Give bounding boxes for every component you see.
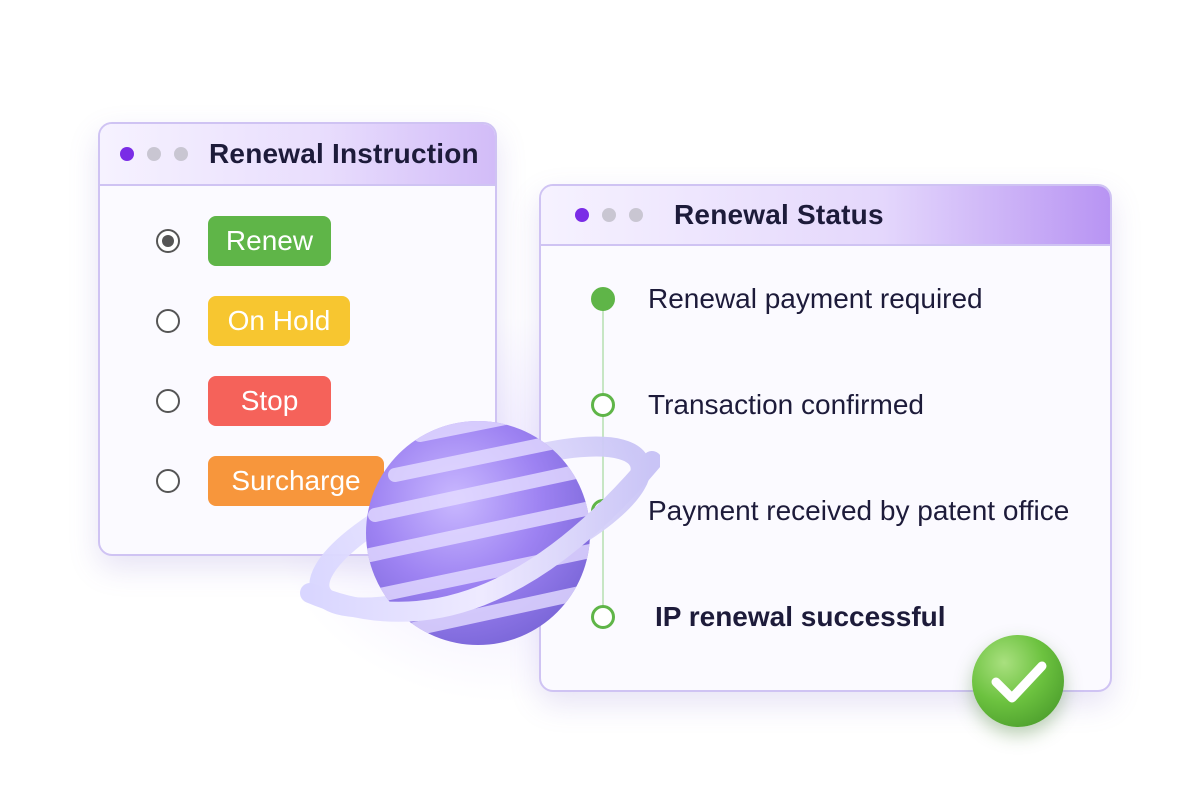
radio-button-stop[interactable]	[156, 389, 180, 413]
window-title: Renewal Status	[674, 199, 884, 230]
planet-illustration	[300, 421, 660, 645]
tag-label: Surcharge	[231, 465, 361, 496]
status-step: IP renewal successful	[591, 601, 946, 633]
window-dot-active[interactable]	[575, 208, 589, 222]
step-complete-node	[591, 287, 615, 311]
step-label: Transaction confirmed	[648, 389, 924, 420]
radio-button-surcharge[interactable]	[156, 469, 180, 493]
window-dot-idle[interactable]	[629, 208, 643, 222]
option-surcharge[interactable]: Surcharge	[156, 456, 384, 506]
window-dot-idle[interactable]	[602, 208, 616, 222]
window-titlebar: Renewal Instruction	[100, 124, 495, 186]
renewal-status-window: Renewal Status Renewal payment required …	[539, 184, 1112, 692]
tag-label: Stop	[240, 385, 299, 416]
status-step: Transaction confirmed	[591, 389, 924, 421]
tag-renew[interactable]: Renew	[208, 216, 331, 266]
step-pending-node	[591, 393, 615, 417]
status-step: Renewal payment required	[591, 283, 983, 315]
window-dot-idle[interactable]	[147, 147, 161, 161]
step-label: Payment received by patent office	[648, 495, 1070, 526]
step-label-final: IP renewal successful	[655, 601, 946, 632]
tag-surcharge[interactable]: Surcharge	[208, 456, 384, 506]
timeline-line	[602, 298, 604, 618]
renewal-instruction-window: Renewal Instruction Renew On Hold Stop S…	[98, 122, 497, 556]
status-step: Payment received by patent office	[591, 495, 1069, 527]
window-titlebar: Renewal Status	[541, 186, 1110, 246]
tag-on-hold[interactable]: On Hold	[208, 296, 350, 346]
radio-button-renew[interactable]	[156, 229, 180, 253]
window-title: Renewal Instruction	[209, 138, 479, 169]
option-on-hold[interactable]: On Hold	[156, 296, 350, 346]
tag-stop[interactable]: Stop	[208, 376, 331, 426]
radio-button-on-hold[interactable]	[156, 309, 180, 333]
option-stop[interactable]: Stop	[156, 376, 331, 426]
step-label: Renewal payment required	[648, 283, 983, 314]
option-renew[interactable]: Renew	[156, 216, 331, 266]
step-pending-node	[591, 605, 615, 629]
tag-label: On Hold	[227, 305, 331, 336]
checkmark-icon	[991, 661, 1047, 703]
window-dot-idle[interactable]	[174, 147, 188, 161]
radio-selected-dot	[162, 235, 174, 247]
tag-label: Renew	[225, 225, 314, 256]
window-dot-active[interactable]	[120, 147, 134, 161]
success-check-badge	[972, 635, 1064, 727]
